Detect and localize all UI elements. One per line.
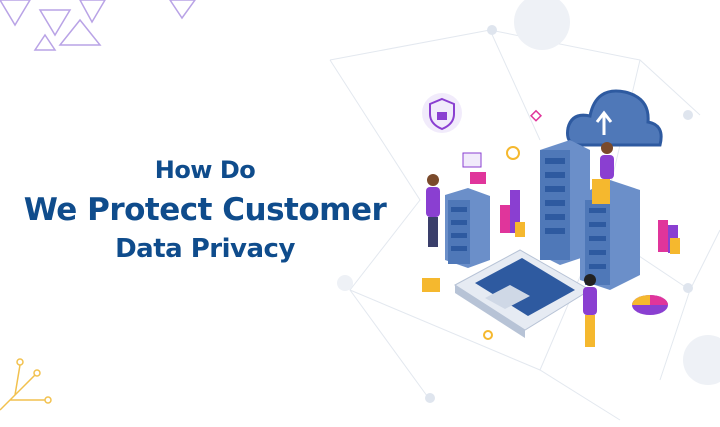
title-line-1: How Do <box>154 156 256 184</box>
message-icon <box>470 172 486 184</box>
server-rack <box>445 188 490 268</box>
person <box>592 142 614 204</box>
bar-chart-icon <box>658 220 680 254</box>
title-line-2: We Protect Customer <box>23 192 387 228</box>
bar-chart-icon <box>500 190 525 237</box>
mail-icon <box>422 278 440 292</box>
server-rack <box>540 140 590 265</box>
cloud-icon <box>566 89 663 147</box>
server-rack <box>580 180 640 290</box>
chat-icon <box>462 152 482 168</box>
circuit-lines <box>0 358 52 411</box>
bg-circle <box>337 275 353 291</box>
bg-circle <box>683 335 720 385</box>
bg-circle <box>514 0 570 50</box>
person <box>426 174 440 247</box>
network-lines <box>329 29 720 421</box>
title-line-3: Data Privacy <box>115 234 295 264</box>
triangle-pattern <box>0 0 196 51</box>
shield-lock-icon <box>422 93 462 133</box>
laptop <box>454 249 591 338</box>
pie-chart-icon <box>632 295 668 315</box>
person <box>583 274 597 347</box>
